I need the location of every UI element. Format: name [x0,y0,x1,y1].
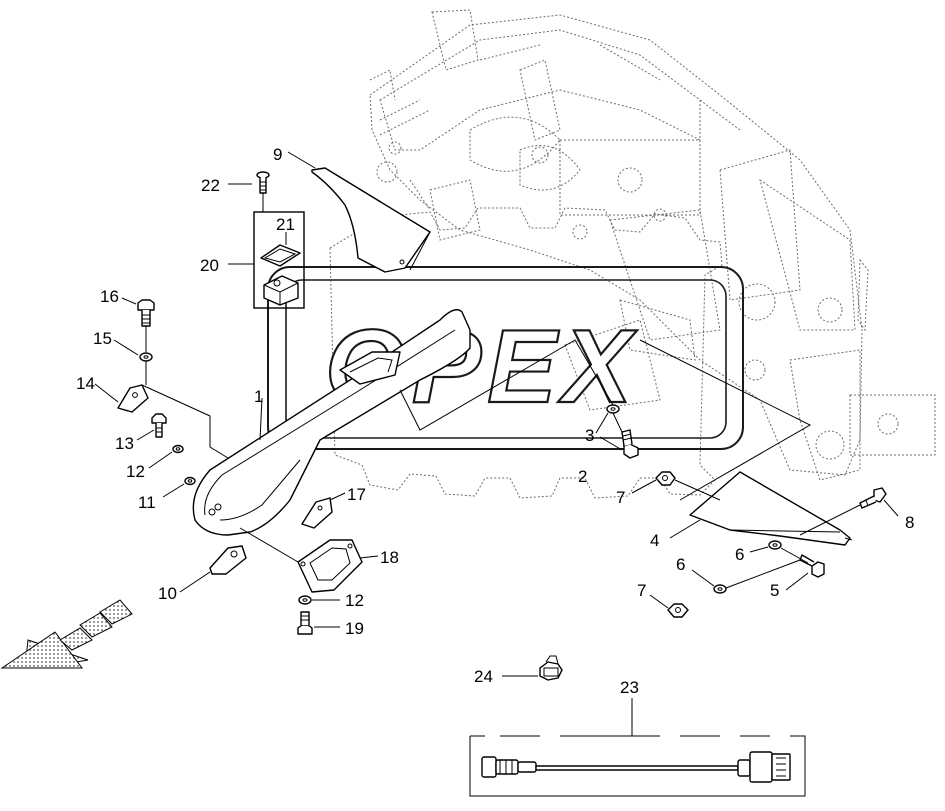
callout-1: 1 [254,387,263,406]
callout-20: 20 [200,256,219,275]
part-12-washer-upper [172,444,184,454]
part-17-small-bracket [301,497,333,529]
part-4-right-plate [689,471,853,546]
callout-8: 8 [905,513,914,532]
part-5-bolt [799,554,825,578]
callout-15: 15 [93,329,112,348]
part-20-bracket-group [253,211,305,309]
callout-5: 5 [770,581,779,600]
callout-4: 4 [650,531,659,550]
callout-22: 22 [201,176,220,195]
part-7-nut-lower [667,603,689,618]
callout-12b: 12 [345,591,364,610]
leader-lines [94,151,899,736]
callout-6b: 6 [676,555,685,574]
part-6-washer-lower [713,584,727,594]
part-23-group-box [469,735,806,797]
part-10-clip [209,545,247,575]
part-7-nut-upper [655,471,676,486]
part-1-guide-arm [192,309,471,536]
part-15-washer [139,352,153,362]
part-19-bolt [297,611,313,635]
callout-labels: 1 2 3 4 5 6 6 7 7 8 9 10 11 12 12 13 14 … [76,145,914,697]
part-13-bolt [151,413,167,438]
part-23-cable-assembly [469,735,806,797]
callout-19: 19 [345,619,364,638]
watermark: OPEX [267,207,744,499]
callout-23: 23 [620,678,639,697]
callout-7b: 7 [637,581,646,600]
part-9-upper-cover [311,167,431,273]
callout-17: 17 [347,485,366,504]
callout-6a: 6 [735,545,744,564]
watermark-frame-outer [267,266,744,450]
part-2-bolt [621,429,639,459]
cable-connector-right [737,751,791,783]
machine-frame-ghost [369,9,936,481]
part-22-bolt [256,171,270,194]
callout-16: 16 [100,287,119,306]
watermark-gear-outline [329,207,723,499]
cable-connector-left [481,756,537,778]
callout-3: 3 [585,426,594,445]
part-14-bracket [117,384,149,413]
part-11-washer [184,476,196,486]
callout-11: 11 [138,493,156,512]
watermark-frame-inner [285,279,727,439]
callout-12a: 12 [126,462,145,481]
callout-10: 10 [158,584,177,603]
callout-13: 13 [115,434,134,453]
travel-direction-arrow-icon [0,599,133,669]
watermark-logo-text: OPEX [325,309,638,425]
part-24-connector-clip [539,655,563,681]
part-8-bolt [859,487,887,509]
callout-7a: 7 [616,488,625,507]
callout-21: 21 [276,215,295,234]
part-12-washer-lower [298,595,312,605]
part-20-group-frame [253,211,305,309]
part-6-washer-upper [768,540,782,550]
callout-24: 24 [474,667,493,686]
part-16-bolt [137,299,155,327]
part-18-plate [297,539,363,593]
callout-2: 2 [578,467,587,486]
part-3-washer [606,404,620,414]
callout-9: 9 [273,145,282,164]
callout-18: 18 [380,548,399,567]
callout-14: 14 [76,374,95,393]
